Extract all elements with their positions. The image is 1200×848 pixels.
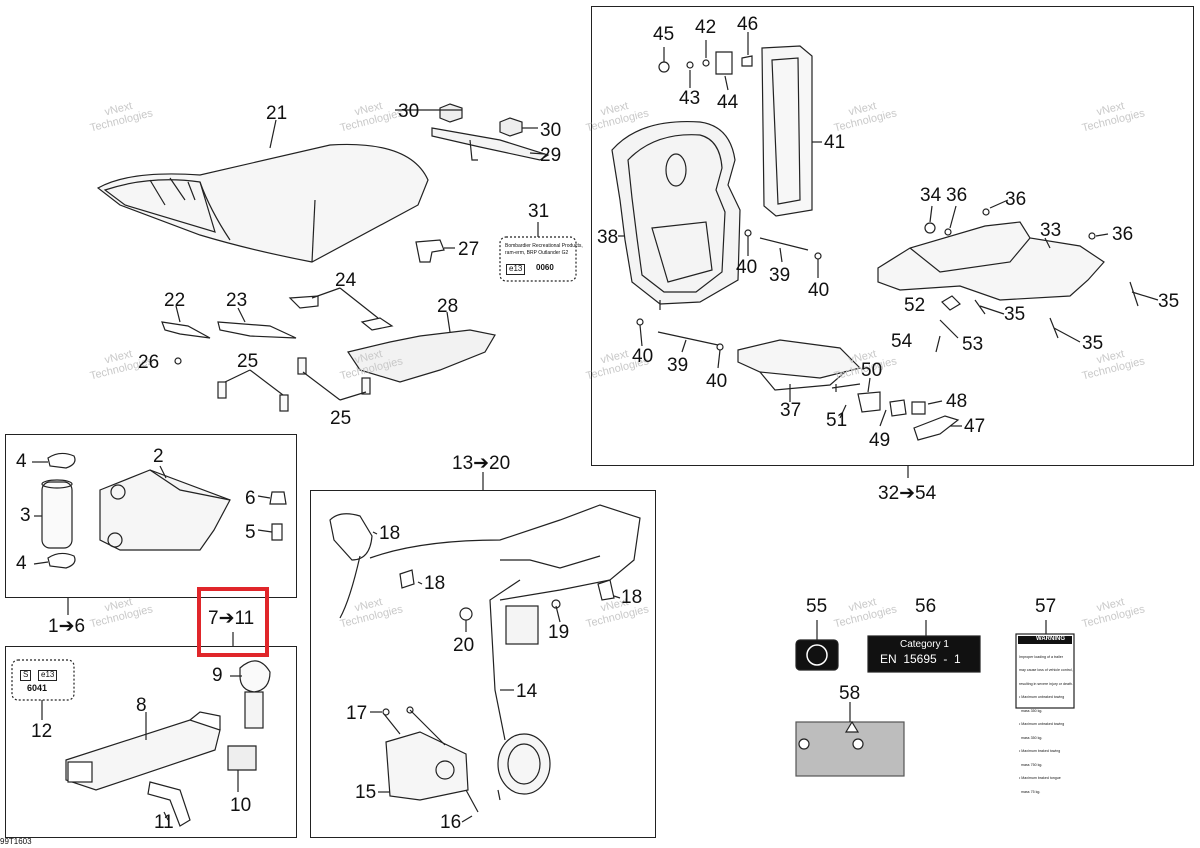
callout-34[interactable]: 34 [920,185,942,206]
callout-11[interactable]: 11 [154,812,174,833]
decal-31-mark: e13 [506,264,526,275]
decal-57-title: WARNING [1036,636,1065,642]
callout-4[interactable]: 4 [16,553,27,574]
callout-43[interactable]: 43 [679,88,701,109]
callout-40[interactable]: 40 [632,346,654,367]
callout-46[interactable]: 46 [737,14,759,35]
group-box-1-6 [5,434,297,598]
callout-30[interactable]: 30 [540,120,562,141]
group-range-label[interactable]: 13➔20 [452,453,511,474]
callout-40[interactable]: 40 [706,371,728,392]
callout-35[interactable]: 35 [1158,291,1180,312]
decal-31-line1: Bombardier Recreational Products, [505,243,583,249]
callout-14[interactable]: 14 [516,681,538,702]
callout-48[interactable]: 48 [946,391,968,412]
decal-56-line1: Category 1 [900,639,949,650]
group-range-label[interactable]: 1➔6 [48,616,86,637]
callout-56[interactable]: 56 [915,596,937,617]
selection-highlight [197,587,269,657]
decal-57-body: Improper loading of a trailer may cause … [1019,654,1073,794]
callout-42[interactable]: 42 [695,17,717,38]
callout-26[interactable]: 26 [138,352,160,373]
callout-18[interactable]: 18 [621,587,643,608]
callout-52[interactable]: 52 [904,295,926,316]
callout-54[interactable]: 54 [891,331,913,352]
callout-25[interactable]: 25 [237,351,259,372]
callout-50[interactable]: 50 [861,360,883,381]
callout-30[interactable]: 30 [398,101,420,122]
callout-58[interactable]: 58 [839,683,861,704]
callout-3[interactable]: 3 [20,505,31,526]
diagram-code: 99T1603 [0,837,32,846]
callout-45[interactable]: 45 [653,24,675,45]
callout-35[interactable]: 35 [1004,304,1026,325]
callout-53[interactable]: 53 [962,334,984,355]
callout-19[interactable]: 19 [548,622,570,643]
callout-16[interactable]: 16 [440,812,462,833]
decal-31-code: 0060 [536,263,554,272]
group-range-label[interactable]: 7➔11 [208,608,255,629]
callout-40[interactable]: 40 [808,280,830,301]
callout-15[interactable]: 15 [355,782,377,803]
callout-39[interactable]: 39 [667,355,689,376]
callout-38[interactable]: 38 [597,227,619,248]
callout-10[interactable]: 10 [230,795,252,816]
callout-51[interactable]: 51 [826,410,848,431]
callout-18[interactable]: 18 [424,573,446,594]
decal-31-line2: ram-erm, BRP Outlander G2 [505,250,569,256]
group-box-7-11 [5,646,297,838]
callout-47[interactable]: 47 [964,416,986,437]
callout-29[interactable]: 29 [540,145,562,166]
callout-22[interactable]: 22 [164,290,186,311]
decal-56-line2: EN 15695 - 1 [880,652,961,666]
callout-28[interactable]: 28 [437,296,459,317]
callout-41[interactable]: 41 [824,132,846,153]
callout-6[interactable]: 6 [245,488,256,509]
callout-36[interactable]: 36 [1112,224,1134,245]
callout-27[interactable]: 27 [458,239,480,260]
group-range-label[interactable]: 32➔54 [878,483,937,504]
callout-57[interactable]: 57 [1035,596,1057,617]
callout-17[interactable]: 17 [346,703,368,724]
group-box-13-20 [310,490,656,838]
callout-2[interactable]: 2 [153,446,164,467]
callout-33[interactable]: 33 [1040,220,1062,241]
callout-12[interactable]: 12 [31,721,53,742]
callout-24[interactable]: 24 [335,270,357,291]
callout-31[interactable]: 31 [528,201,550,222]
callout-55[interactable]: 55 [806,596,828,617]
group-box-32-54 [591,6,1194,466]
callout-36[interactable]: 36 [1005,189,1027,210]
callout-44[interactable]: 44 [717,92,739,113]
decal-12-code: 6041 [27,683,48,693]
callout-9[interactable]: 9 [212,665,223,686]
callout-23[interactable]: 23 [226,290,248,311]
callout-5[interactable]: 5 [245,522,256,543]
callout-4[interactable]: 4 [16,451,27,472]
callout-37[interactable]: 37 [780,400,802,421]
callout-35[interactable]: 35 [1082,333,1104,354]
callout-21[interactable]: 21 [266,103,288,124]
callout-36[interactable]: 36 [946,185,968,206]
callout-25[interactable]: 25 [330,408,352,429]
decal-12-mark: e13 [38,670,58,681]
callout-8[interactable]: 8 [136,695,147,716]
callout-20[interactable]: 20 [453,635,475,656]
decal-12-s: S [20,670,32,681]
callout-49[interactable]: 49 [869,430,891,451]
callout-39[interactable]: 39 [769,265,791,286]
callout-18[interactable]: 18 [379,523,401,544]
callout-40[interactable]: 40 [736,257,758,278]
